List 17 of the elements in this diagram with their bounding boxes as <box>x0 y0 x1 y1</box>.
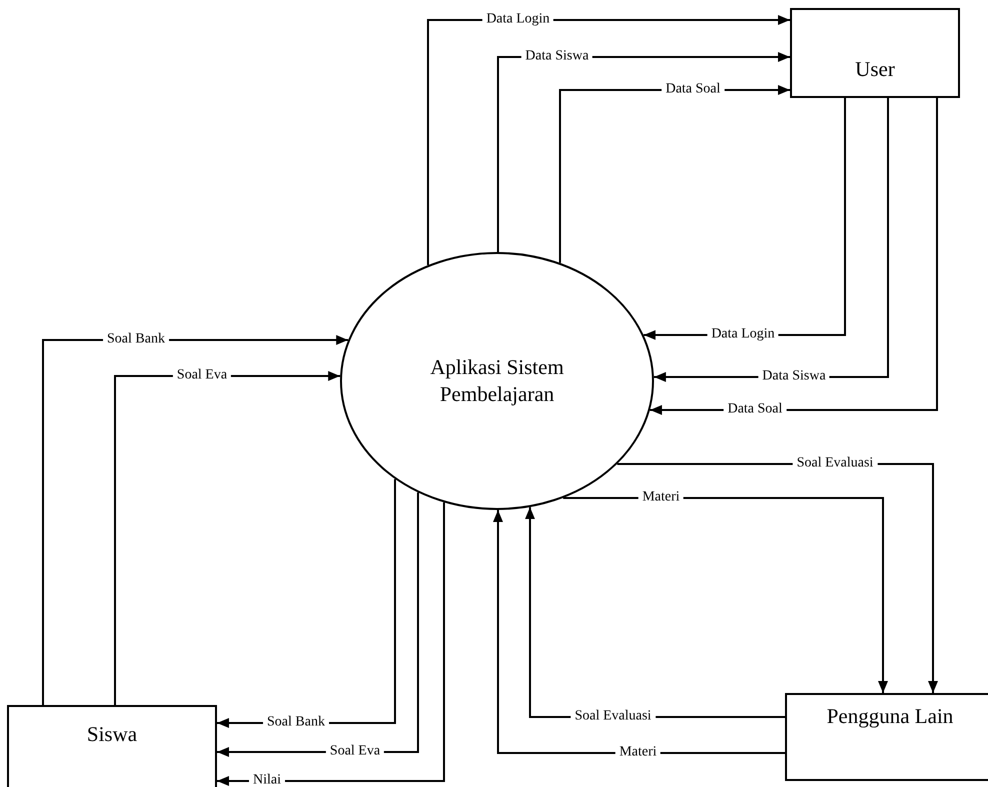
edge-label: Nilai <box>249 772 285 787</box>
entity-label: Siswa <box>86 721 138 748</box>
flow-arrow <box>493 510 785 754</box>
external-entity-box <box>7 705 217 787</box>
flow-arrow <box>650 98 938 415</box>
flow-arrow <box>114 371 340 705</box>
flow-arrow <box>42 335 348 705</box>
flow-arrow <box>217 502 445 786</box>
entity-label: Pengguna Lain <box>826 703 954 730</box>
edge-label: Data Login <box>482 12 554 28</box>
edge-label: Data Login <box>707 326 779 344</box>
flow-arrow <box>427 15 790 266</box>
flow-arrow <box>563 497 888 693</box>
process-label: Aplikasi Sistem Pembelajaran <box>429 354 565 408</box>
entity-label: User <box>855 56 895 83</box>
external-entity-box <box>785 693 988 781</box>
external-entity-box <box>790 8 960 98</box>
